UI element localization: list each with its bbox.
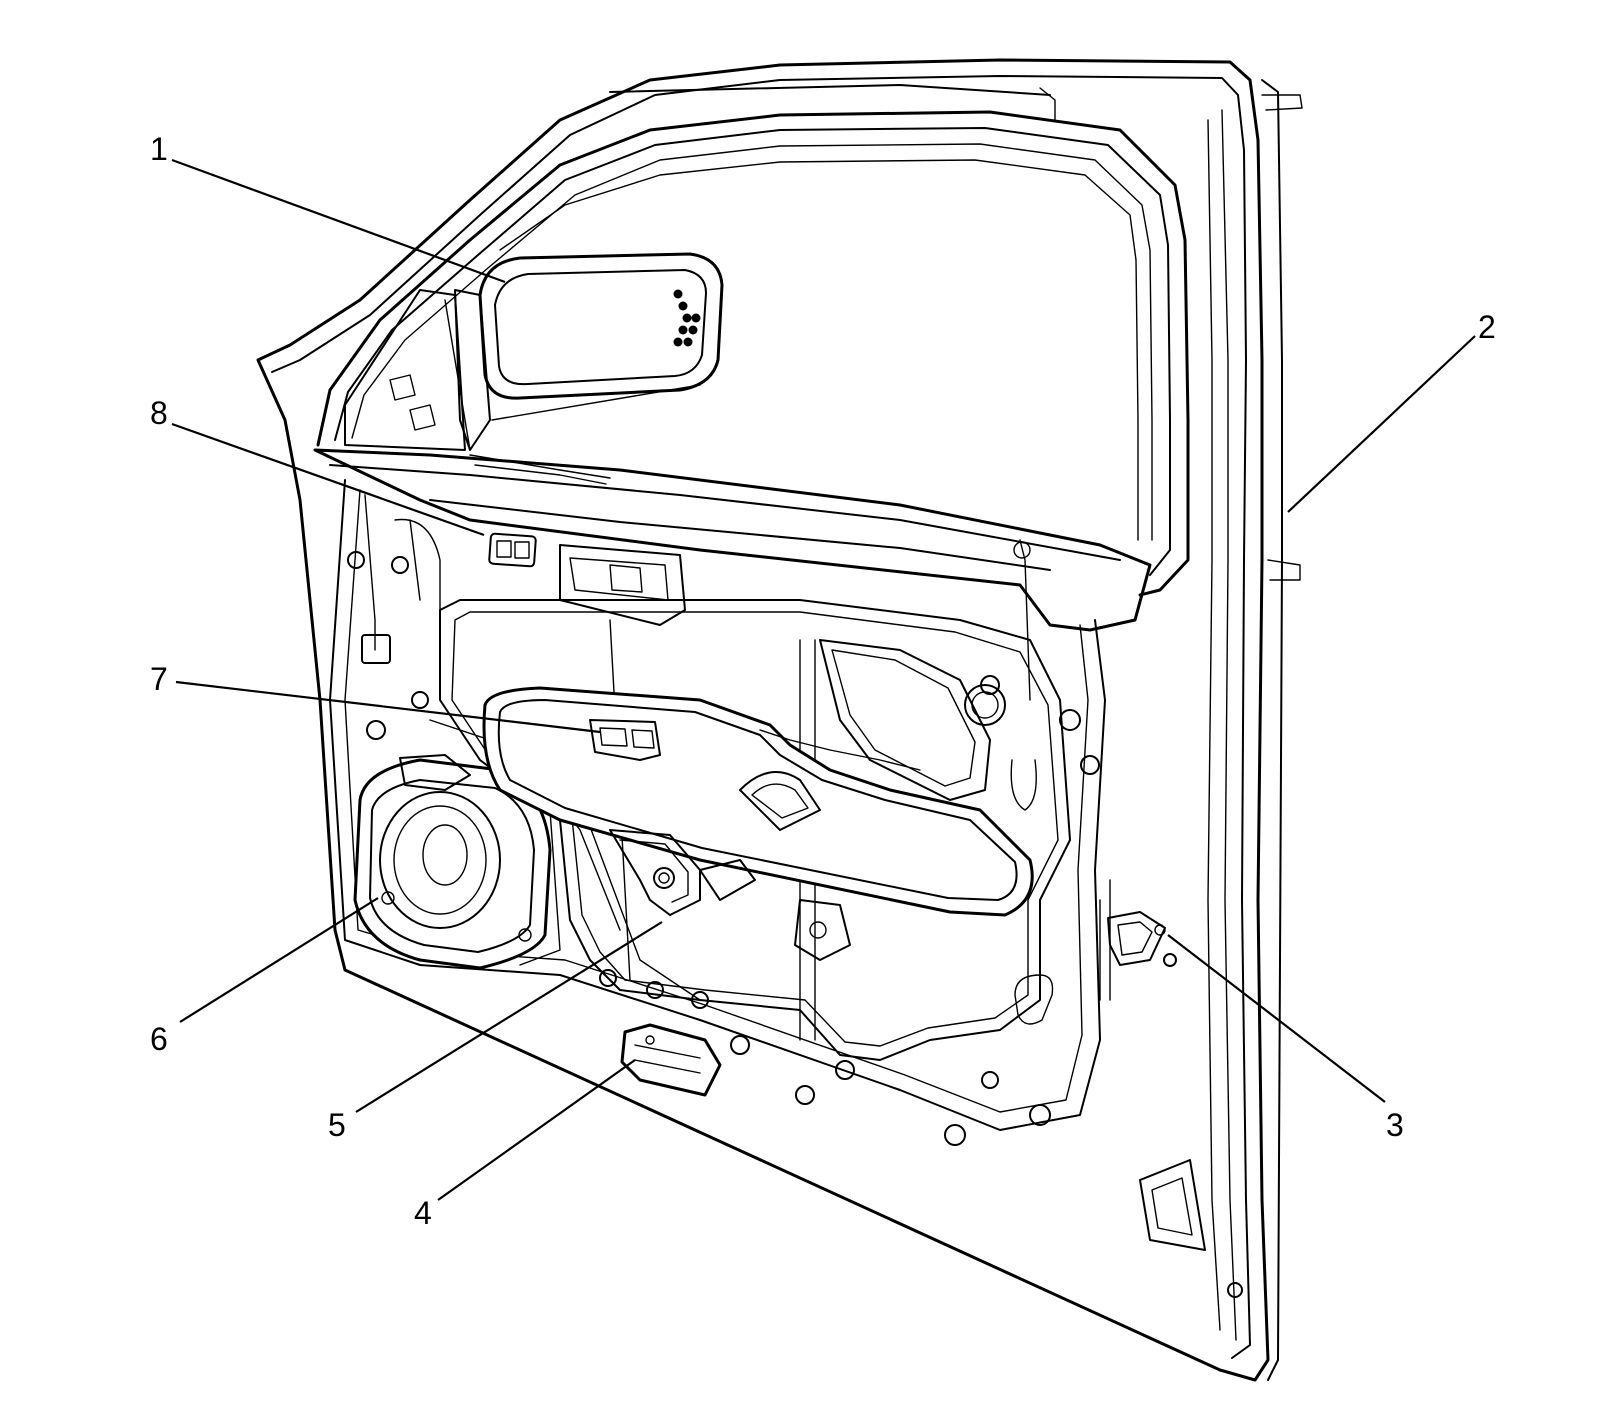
leader-2 bbox=[1287, 335, 1476, 513]
door-check-strap bbox=[620, 1023, 722, 1097]
leader-4 bbox=[437, 1059, 636, 1201]
callout-6: 6 bbox=[150, 1021, 168, 1057]
window-opening bbox=[316, 84, 1190, 597]
leader-5 bbox=[355, 921, 663, 1113]
armrest-trim bbox=[482, 686, 1034, 917]
callout-7: 7 bbox=[150, 661, 168, 697]
mirror-signal-dots bbox=[673, 289, 701, 347]
callout-3: 3 bbox=[1386, 1107, 1404, 1143]
leader-6 bbox=[179, 897, 379, 1023]
door-bracket bbox=[1099, 879, 1166, 1001]
callout-8: 8 bbox=[150, 395, 168, 431]
callout-numbers: 1 2 3 4 5 6 7 8 bbox=[150, 131, 1496, 1231]
callout-4: 4 bbox=[414, 1195, 432, 1231]
window-regulator-motor bbox=[609, 829, 851, 961]
upper-trim-panel bbox=[313, 448, 1152, 701]
callout-5: 5 bbox=[328, 1107, 346, 1143]
leader-1 bbox=[171, 158, 506, 284]
door-frame bbox=[256, 58, 1303, 1382]
fasteners bbox=[347, 551, 1243, 1298]
leader-3 bbox=[1167, 934, 1386, 1103]
callout-2: 2 bbox=[1478, 309, 1496, 345]
speaker bbox=[353, 754, 561, 970]
outside-mirror bbox=[344, 252, 724, 451]
leader-8 bbox=[171, 422, 485, 537]
leader-7 bbox=[175, 680, 601, 734]
leader-lines bbox=[171, 158, 1476, 1201]
callout-1: 1 bbox=[150, 131, 168, 167]
